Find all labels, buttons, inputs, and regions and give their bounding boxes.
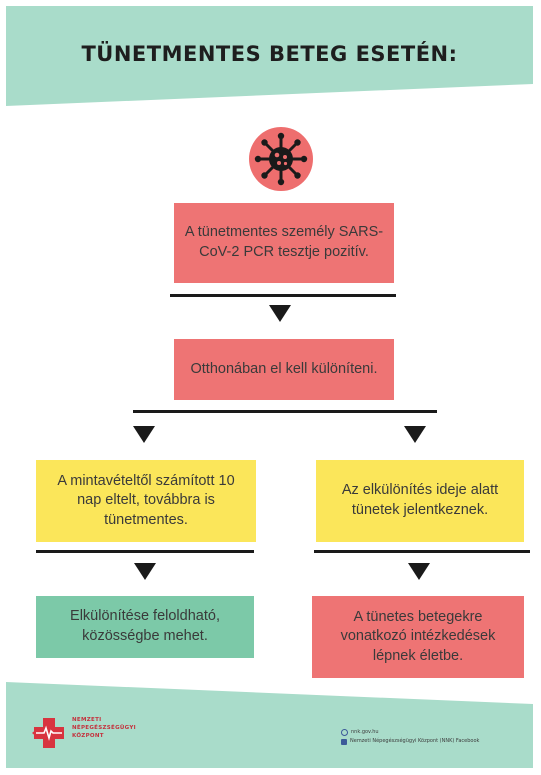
- down-arrow-icon: [134, 563, 156, 580]
- footer-contact: nnk.gov.hu Nemzeti Népegészségügyi Közpo…: [341, 728, 479, 746]
- poster: TÜNETMENTES BETEG ESETÉN: A tünetmen: [6, 6, 533, 768]
- box-symptoms-appear: Az elkülönítés ideje alatt tünetek jelen…: [316, 460, 524, 542]
- logo-text: NEMZETI NÉPEGÉSZSÉGÜGYI KÖZPONT: [72, 716, 136, 740]
- top-band: [6, 6, 533, 106]
- bottom-band: [6, 682, 533, 768]
- logo-line: KÖZPONT: [72, 733, 104, 739]
- logo-cross-icon: [32, 718, 64, 748]
- facebook-icon: [341, 738, 347, 745]
- down-arrow-icon: [408, 563, 430, 580]
- divider-3-left: [36, 550, 254, 553]
- down-arrow-icon: [269, 305, 291, 322]
- logo-line: NÉPEGÉSZSÉGÜGYI: [72, 725, 136, 731]
- logo-line: NEMZETI: [72, 717, 102, 723]
- facebook-row: Nemzeti Népegészségügyi Központ (NNK) Fa…: [341, 737, 479, 746]
- box-isolate-home: Otthonában el kell különíteni.: [174, 339, 394, 400]
- divider-1: [170, 294, 396, 297]
- down-arrow-icon: [133, 426, 155, 443]
- box-positive-test: A tünetmentes személy SARS-CoV-2 PCR tes…: [174, 203, 394, 283]
- box-symptomatic-measures: A tünetes betegekre vonatkozó intézkedés…: [312, 596, 524, 678]
- website-row: nnk.gov.hu: [341, 728, 479, 737]
- divider-3-right: [314, 550, 530, 553]
- virus-icon: [249, 127, 313, 191]
- box-isolation-lifted: Elkülönítése feloldható, közösségbe mehe…: [36, 596, 254, 658]
- divider-2: [133, 410, 437, 413]
- globe-icon: [341, 729, 348, 736]
- facebook-link[interactable]: Nemzeti Népegészségügyi Központ (NNK) Fa…: [350, 738, 480, 744]
- website-link[interactable]: nnk.gov.hu: [351, 729, 379, 735]
- box-ten-days: A mintavételtől számított 10 nap eltelt,…: [36, 460, 256, 542]
- down-arrow-icon: [404, 426, 426, 443]
- page-title: TÜNETMENTES BETEG ESETÉN:: [81, 42, 458, 66]
